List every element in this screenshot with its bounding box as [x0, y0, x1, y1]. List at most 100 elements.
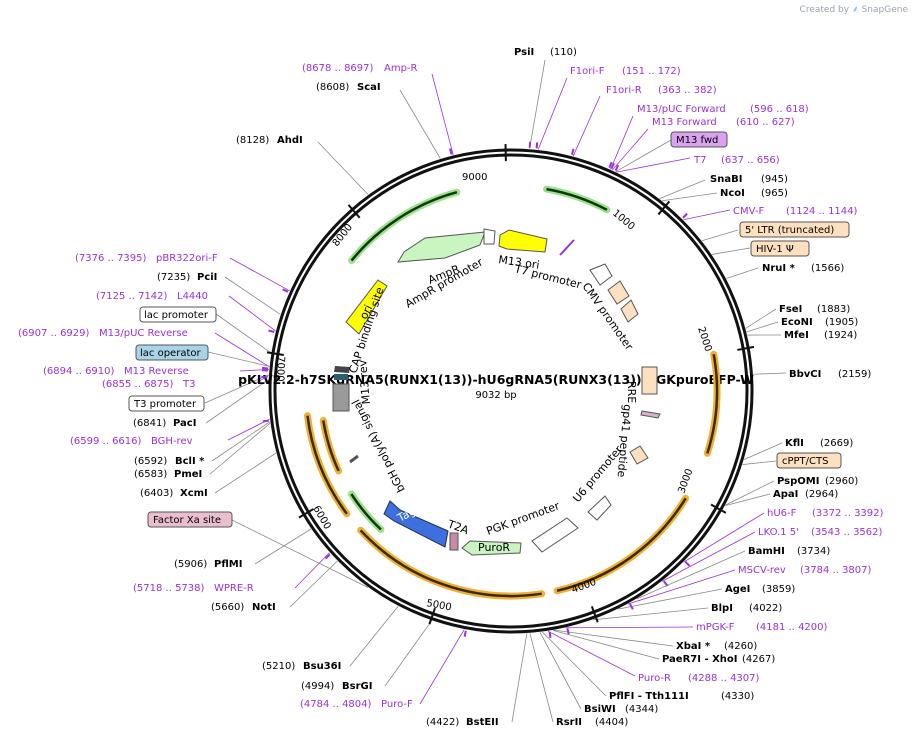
enzyme-name: KflI [785, 438, 804, 449]
enzyme-name: BsrGI [342, 681, 372, 692]
feature-box-label: lac operator [140, 348, 201, 359]
leader-line [553, 629, 674, 647]
cppt-box[interactable] [629, 445, 649, 465]
primer-site-marker [570, 148, 575, 155]
ori-arrow[interactable] [345, 279, 388, 335]
primer-pos: (7125 .. 7142) [96, 291, 168, 302]
primer-site-marker [684, 561, 691, 567]
feature-box-lac-promoter[interactable] [139, 306, 217, 323]
ampr-promoter-arrow[interactable] [483, 228, 496, 245]
primer-pos: (5718 .. 5738) [133, 583, 205, 594]
primer-pos: (8678 .. 8697) [302, 63, 374, 74]
feature-leader-line [215, 313, 272, 354]
primer-leader-line [661, 531, 756, 582]
primer-name: T3 [182, 379, 195, 390]
enzyme-pos: (2669) [820, 438, 853, 449]
primer-site-marker [449, 148, 453, 155]
feature-arcs [261, 141, 721, 639]
ampr-arrow[interactable] [397, 231, 486, 263]
leader-lines [204, 59, 787, 723]
bgh-polya-box[interactable] [332, 383, 350, 412]
primer-pos: (1124 .. 1144) [786, 206, 858, 217]
tick-mark [347, 204, 361, 219]
primer-pos: (7376 .. 7395) [75, 253, 147, 264]
puror-arrow[interactable] [461, 540, 522, 556]
feature-box-5ltr[interactable] [739, 221, 850, 238]
feature-leader-line [711, 247, 751, 255]
plasmid-length: 9032 bp [475, 390, 516, 401]
enzyme-pos: (5210) [262, 661, 295, 672]
primer-pos: (596 .. 618) [750, 104, 809, 115]
primer-site-marker [682, 212, 688, 219]
feature-box-t3-promoter[interactable] [128, 395, 205, 412]
enzyme-pos: (5906) [174, 559, 207, 570]
feature-box-label: cPPT/CTS [782, 456, 828, 467]
tick-mark [737, 345, 755, 351]
feature-box-factor-xa[interactable] [147, 511, 233, 528]
t7-marker [559, 239, 575, 256]
tagbfp-arrow[interactable] [383, 500, 449, 548]
leader-line [529, 633, 554, 723]
enzyme-pos: (110) [550, 47, 577, 58]
enzyme-pos: (3859) [762, 584, 795, 595]
primer-name: M13 Reverse [124, 366, 189, 377]
m13-ori-arrow[interactable] [498, 229, 548, 253]
enzyme-name: PflMI [214, 559, 242, 570]
primer-pos: (151 .. 172) [622, 66, 681, 77]
primer-leader-line [616, 157, 691, 173]
leader-line [662, 192, 718, 202]
tick-label: 1000 [610, 208, 637, 233]
primer-pos: (637 .. 656) [721, 155, 780, 166]
orf-arc [359, 529, 542, 598]
enzyme-name: Bsu36I [303, 661, 341, 672]
primer-site-marker [608, 161, 613, 169]
primer-leader-line [431, 73, 454, 156]
enzyme-name: PmeI [174, 469, 202, 480]
primer-pos: (610 .. 627) [736, 117, 795, 128]
leader-line [539, 632, 582, 710]
leader-line [384, 620, 433, 687]
u6-promoter-arrow[interactable] [587, 495, 612, 521]
t2a-box[interactable] [449, 532, 459, 551]
enzyme-pos: (4344) [625, 704, 658, 715]
gp41-peptide-box[interactable] [640, 410, 661, 419]
enzyme-name: AhdI [277, 135, 303, 146]
feature-leader-line [701, 229, 739, 242]
enzyme-name: PflFI - Tth111I [609, 691, 689, 702]
rre-box[interactable] [641, 366, 658, 395]
psi-box[interactable] [620, 299, 639, 323]
enzyme-name: BbvCI [789, 369, 821, 380]
primer-site-marker [261, 366, 269, 370]
pgk-promoter-arrow[interactable] [531, 517, 579, 553]
feature-box-lac-operator[interactable] [135, 344, 209, 361]
ltr-box[interactable] [607, 280, 630, 305]
primer-name: hU6-F [767, 508, 797, 519]
feature-box-label: M13 fwd [676, 135, 718, 146]
cmv-promoter-arrow[interactable] [589, 263, 613, 286]
enzyme-pos: (6841) [133, 418, 166, 429]
enzyme-name: BsiWI [584, 704, 616, 715]
primer-name: F1ori-R [606, 85, 642, 96]
tick-mark [590, 605, 599, 623]
feature-box-m13-fwd[interactable] [670, 131, 728, 148]
enzyme-name: SnaBI [710, 174, 742, 185]
feature-box-hiv-psi[interactable] [750, 240, 810, 257]
puro-arc [350, 493, 382, 531]
primer-pos: (3372 .. 3392) [812, 508, 884, 519]
primer-pos: (6599 .. 6616) [70, 436, 142, 447]
primer-leader-line [610, 115, 634, 170]
label-t7-promoter: T7 promoter [512, 262, 583, 291]
label-m13-ori: M13 ori [498, 253, 541, 272]
primer-pos: (4784 .. 4804) [300, 699, 372, 710]
enzyme-pos: (1566) [811, 263, 844, 274]
enzyme-name: FseI [779, 304, 802, 315]
primer-name: MSCV-rev [738, 565, 786, 576]
feature-leader-line [615, 139, 672, 173]
enzyme-pos: (3734) [797, 546, 830, 557]
feature-box-cppt[interactable] [776, 452, 842, 469]
leader-line [753, 372, 787, 375]
enzyme-pos: (7235) [157, 272, 190, 283]
primer-pos: (3784 .. 3807) [800, 565, 872, 576]
enzyme-name: EcoNI [781, 317, 813, 328]
primer-name: M13 Forward [652, 117, 717, 128]
